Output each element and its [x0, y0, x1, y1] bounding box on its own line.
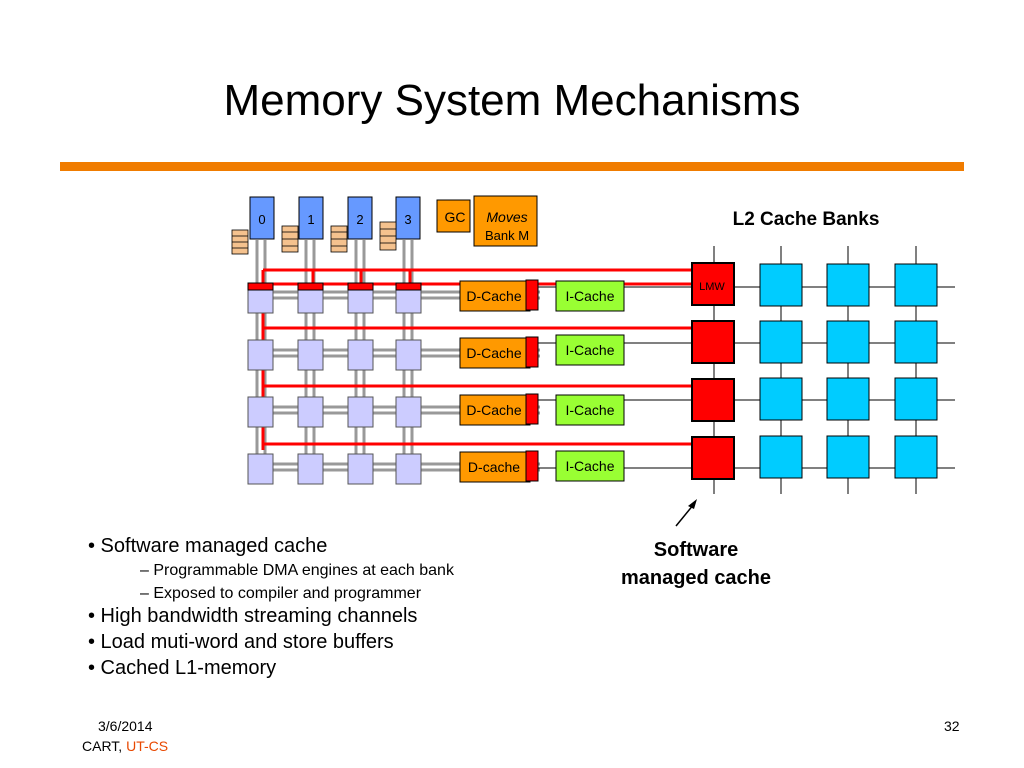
core-2: 2	[347, 196, 373, 240]
footer-org-prefix: CART,	[82, 738, 127, 754]
callout-arrow	[675, 499, 697, 527]
bullet-load-store-buffers: • Load muti-word and store buffers	[88, 631, 394, 653]
software-managed-callout: Software managed cache	[596, 536, 796, 592]
cache-row-1: D-Cache I-Cache	[459, 334, 625, 369]
core-1: 1	[298, 196, 324, 240]
page-number: 32	[944, 718, 960, 734]
footer-org-line: CART, UT-CS	[82, 736, 168, 756]
tile-row-2	[247, 396, 422, 428]
cache-row-0: D-Cache I-Cache	[459, 279, 625, 312]
moves-unit: Moves Bank M	[473, 195, 538, 247]
sub-bullet-dma: – Programmable DMA engines at each bank	[140, 562, 454, 579]
l2-banks	[759, 263, 938, 479]
footer-date: 3/6/2014	[98, 718, 153, 734]
cache-row-3: D-cache I-Cache	[459, 450, 625, 483]
core-label: 0	[258, 212, 265, 227]
tile-row-1	[247, 339, 422, 371]
footer-left: 3/6/2014 CART, UT-CS	[82, 716, 168, 756]
dcache-label: D-cache	[468, 459, 520, 475]
icache-label: I-Cache	[565, 342, 614, 358]
bullet-cached-l1: • Cached L1-memory	[88, 657, 277, 679]
tile-row-0-red-caps	[247, 282, 422, 291]
l2-banks-title: L2 Cache Banks	[733, 209, 880, 230]
icache-label: I-Cache	[565, 458, 614, 474]
lmw-label: LMW	[699, 281, 725, 293]
bullet-software-managed-cache: • Software managed cache	[88, 535, 328, 557]
callout-line: managed cache	[620, 567, 772, 589]
core-label: 2	[356, 212, 363, 227]
dcache-label: D-Cache	[466, 345, 521, 361]
callout-line: Software	[653, 539, 739, 561]
bullet-list: • Software managed cache – Programmable …	[88, 534, 454, 680]
gc-unit: GC	[436, 199, 471, 233]
sub-bullet-exposed: – Exposed to compiler and programmer	[140, 585, 422, 602]
icache-label: I-Cache	[565, 288, 614, 304]
gc-label: GC	[445, 209, 466, 225]
title-divider	[60, 162, 964, 171]
dcache-label: D-Cache	[466, 402, 521, 418]
cache-row-2: D-Cache I-Cache	[459, 393, 625, 426]
core-0: 0	[249, 196, 275, 240]
core-label: 3	[404, 212, 411, 227]
bank-label: Bank M	[485, 228, 529, 243]
dcache-label: D-Cache	[466, 288, 521, 304]
core-3: 3	[395, 196, 421, 240]
slide-title: Memory System Mechanisms	[223, 76, 801, 125]
core-buffers	[231, 221, 397, 255]
footer-org: UT-CS	[126, 738, 169, 754]
core-label: 1	[307, 212, 314, 227]
tile-row-3	[247, 453, 422, 485]
moves-label: Moves	[486, 209, 527, 225]
icache-label: I-Cache	[565, 402, 614, 418]
bullet-streaming-channels: • High bandwidth streaming channels	[88, 605, 418, 627]
software-managed-banks	[691, 262, 735, 480]
